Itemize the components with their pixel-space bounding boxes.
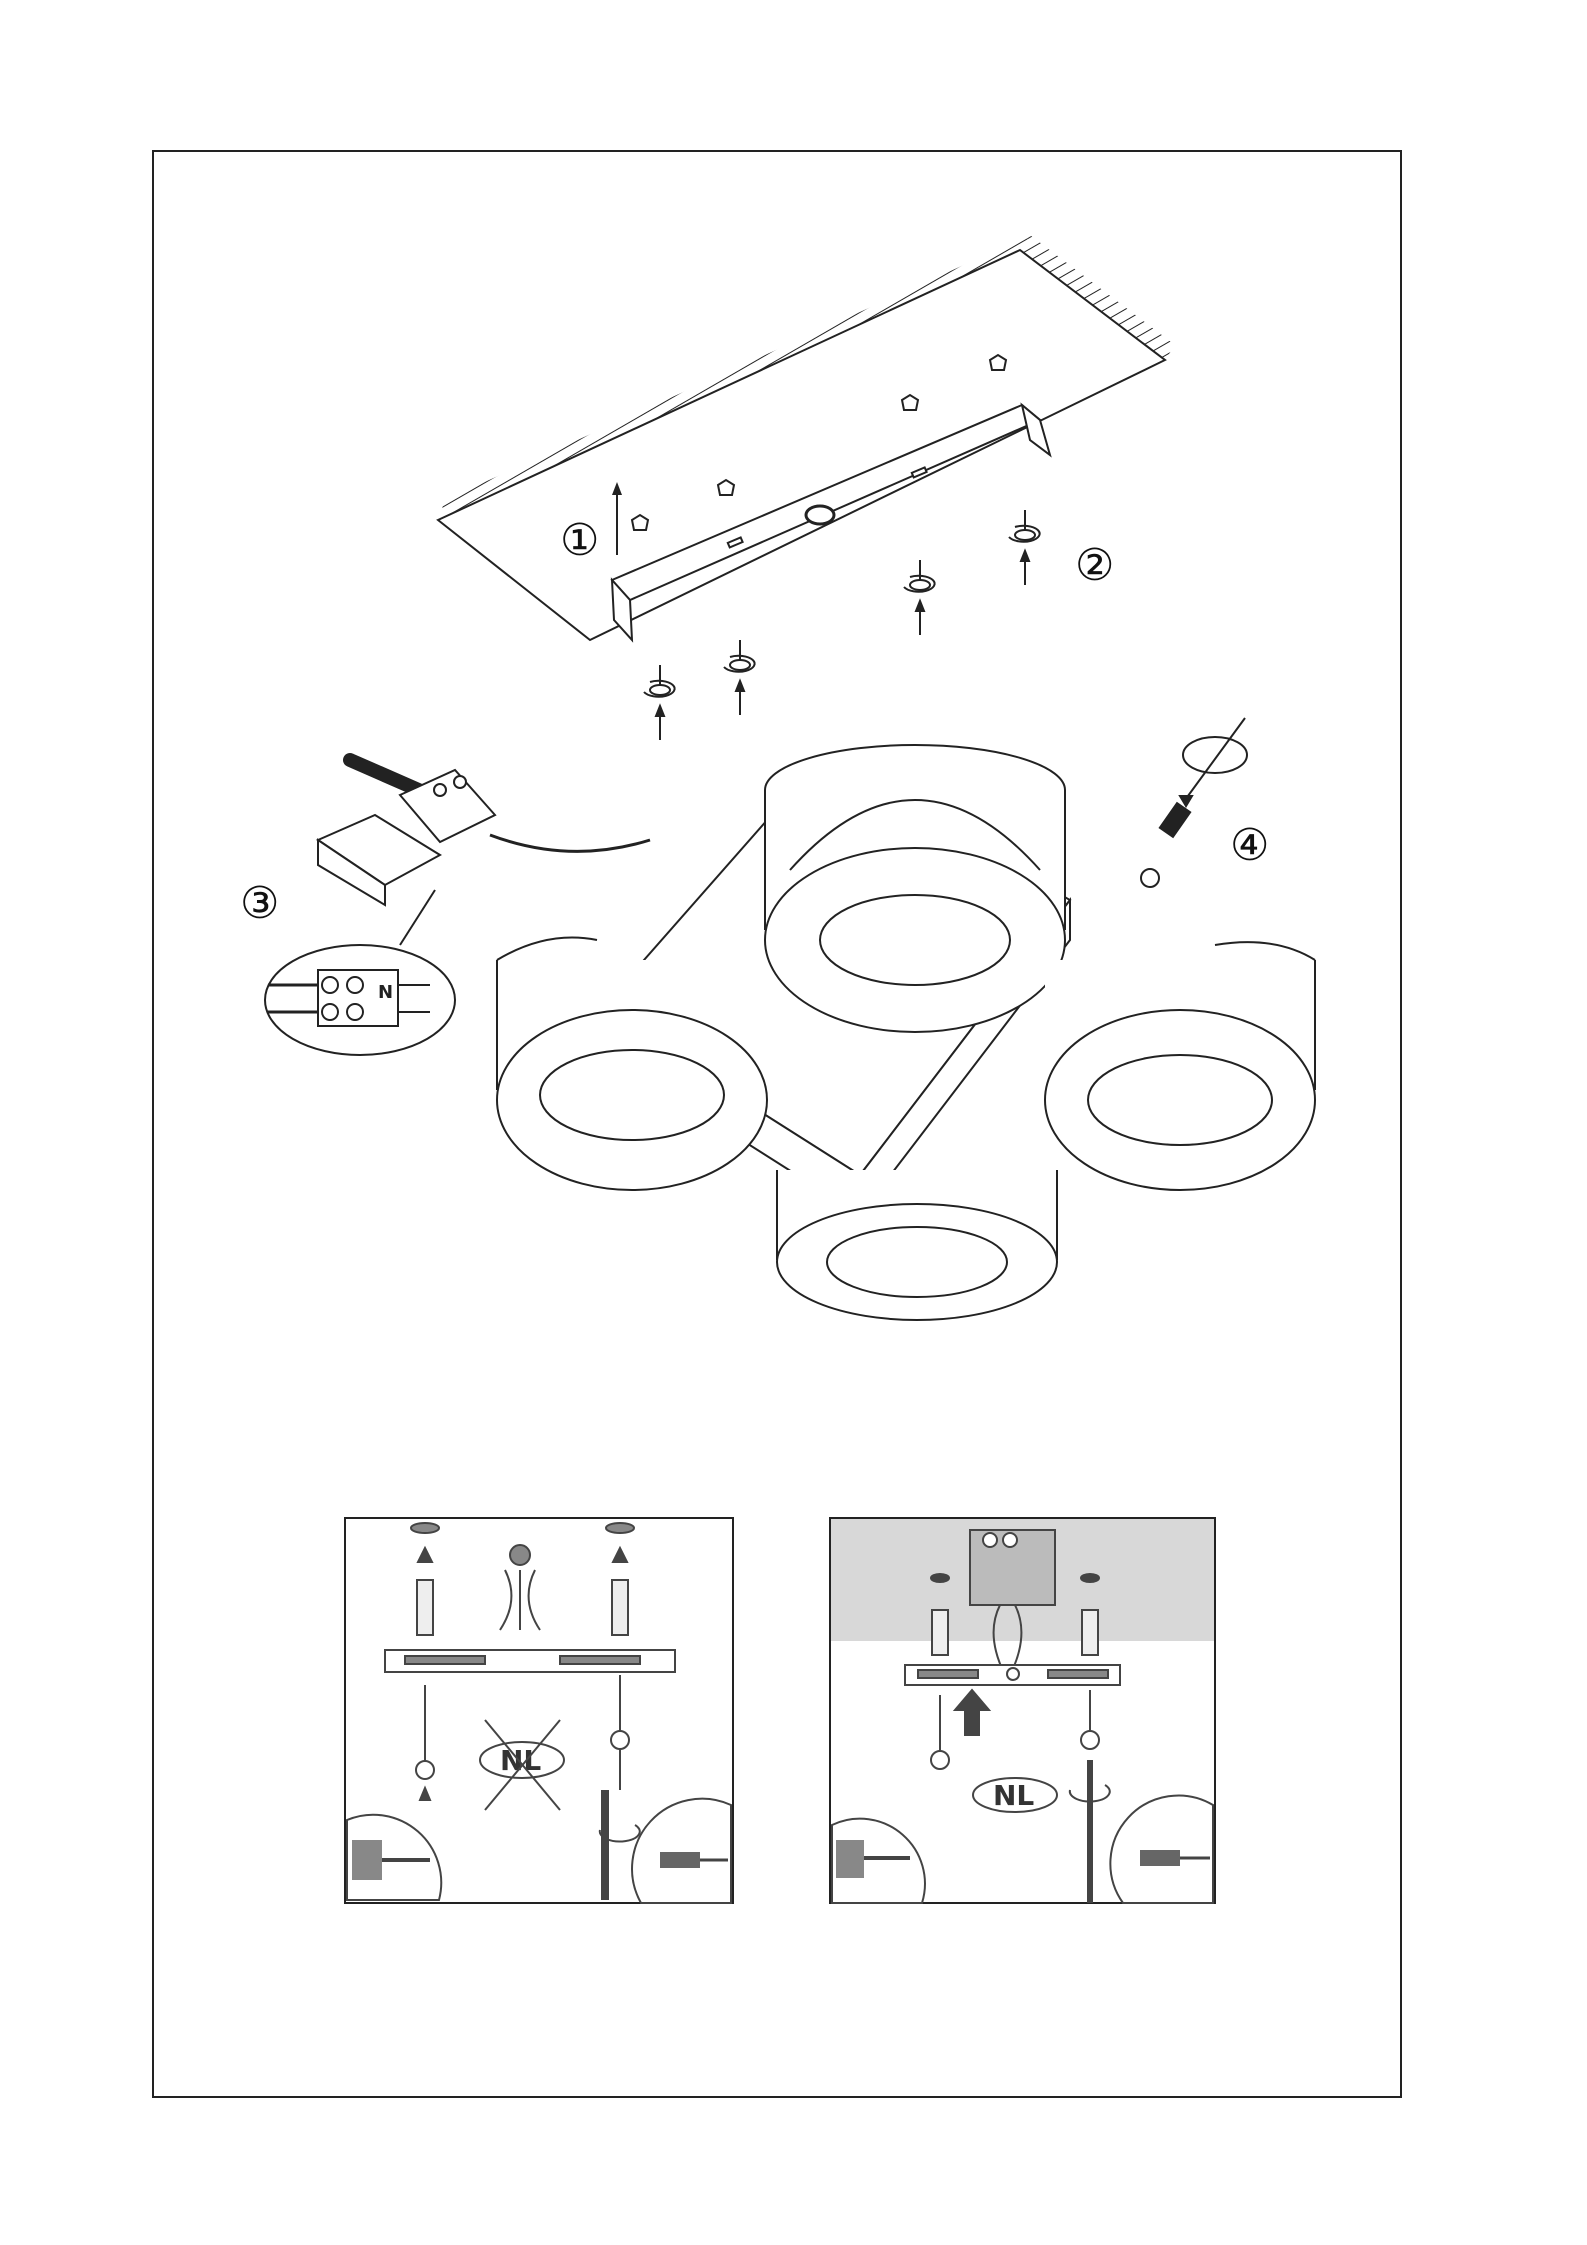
terminal-block (318, 760, 650, 905)
neutral-label: N (378, 982, 393, 1003)
step-1-label: ① (560, 515, 599, 566)
panel-incorrect-mounting: NL (345, 1518, 733, 1903)
ceiling-plate (438, 235, 1175, 640)
step-2-label: ② (1075, 540, 1114, 591)
step-4-label: ④ (1230, 820, 1269, 871)
panel-correct-mounting: NL (830, 1518, 1215, 1903)
lamp-body (497, 745, 1315, 1320)
terminal-detail-callout: N (265, 890, 455, 1055)
nl-badge: NL (993, 1779, 1034, 1812)
step-3-label: ③ (240, 878, 279, 929)
cable-hole-icon (806, 506, 834, 524)
